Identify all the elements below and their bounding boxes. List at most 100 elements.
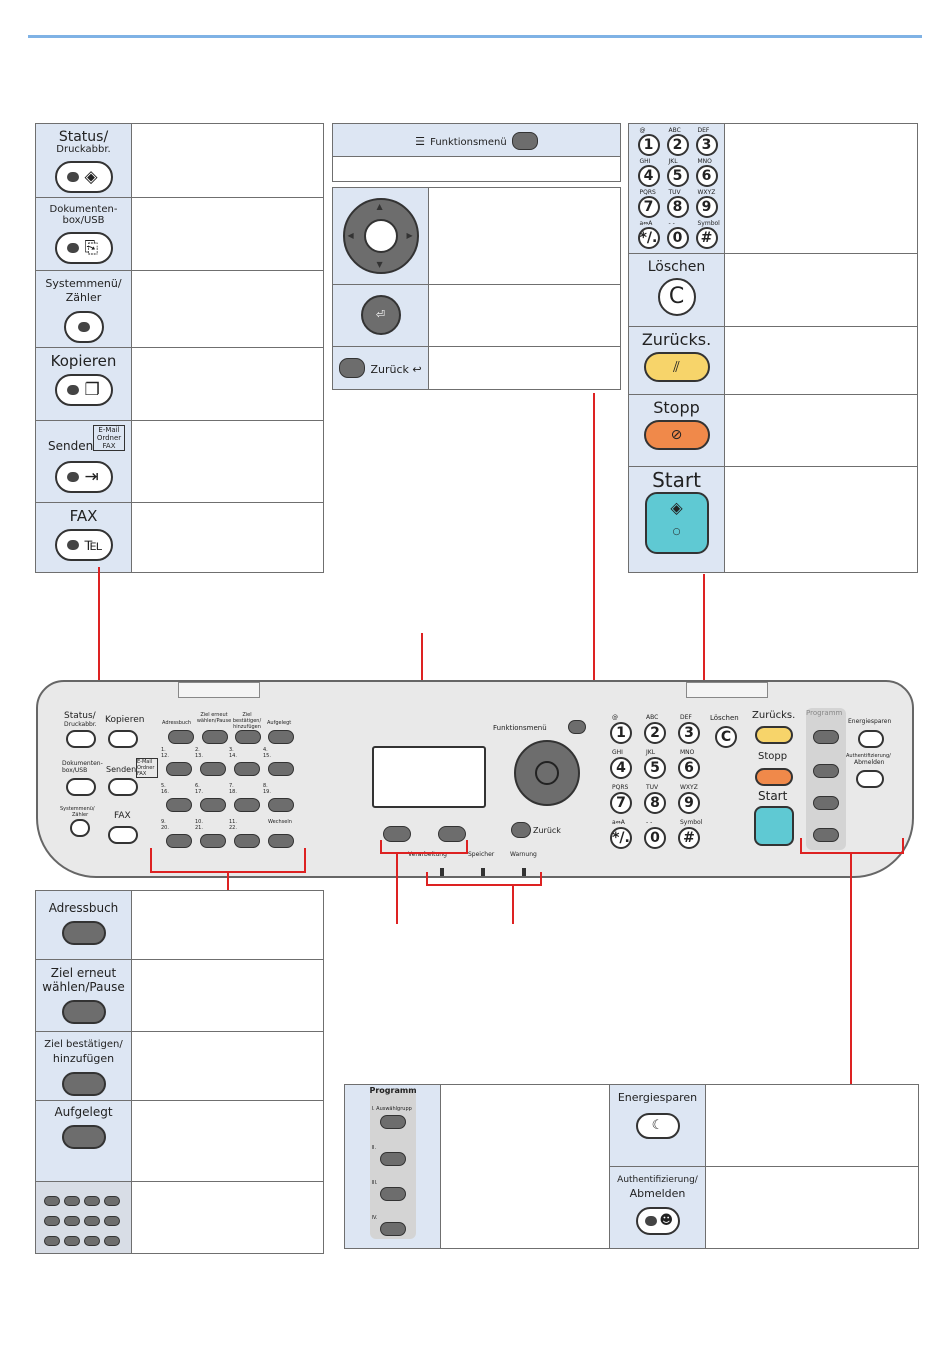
arrow-down-icon: ▼ (376, 260, 383, 269)
auth-button[interactable]: ☻ (635, 1207, 680, 1235)
function-menu-button[interactable] (511, 131, 538, 150)
panel-sysmenu-button[interactable] (70, 819, 90, 837)
one-touch-key[interactable] (234, 762, 260, 776)
panel-docbox-button[interactable] (66, 778, 96, 796)
panel-function-menu-button[interactable] (568, 720, 586, 734)
numpad-key-12[interactable]: # (695, 227, 718, 249)
one-touch-key[interactable] (234, 834, 260, 848)
panel-address-button[interactable] (168, 730, 194, 744)
one-touch-key[interactable] (268, 834, 294, 848)
fax-icon: ℡ (84, 535, 103, 555)
ok-button[interactable]: ⏎ (360, 295, 401, 335)
back-button[interactable] (339, 358, 366, 379)
numpad-key-8[interactable]: 8 (666, 196, 689, 218)
panel-numpad-key-6[interactable]: 6 (678, 757, 700, 779)
panel-copy-button[interactable] (108, 730, 138, 748)
panel-numpad-key-5[interactable]: 5 (644, 757, 666, 779)
panel-numpad-key-1[interactable]: 1 (610, 722, 632, 744)
numpad-letters: Symbol (697, 220, 720, 227)
start-button[interactable]: ◈○ (644, 492, 709, 554)
numpad-key-1[interactable]: 1 (637, 134, 660, 156)
panel-numpad-key-11[interactable]: 0 (644, 827, 666, 849)
numpad-key-4[interactable]: 4 (637, 165, 660, 187)
panel-auth-button[interactable] (856, 770, 884, 788)
program-2-button[interactable] (379, 1152, 406, 1166)
panel-numpad-key-12[interactable]: # (678, 827, 700, 849)
sysmenu-sublabel: Zähler (65, 291, 102, 304)
panel-program-3-button[interactable] (813, 796, 839, 810)
numpad-key-6[interactable]: 6 (695, 165, 718, 187)
panel-status-button[interactable] (66, 730, 96, 748)
one-touch-key[interactable] (166, 762, 192, 776)
copy-button[interactable]: ❐ (54, 374, 113, 406)
cursor-keys[interactable]: ▲ ▼ ◀ ▶ (342, 198, 419, 274)
panel-program-1-button[interactable] (813, 730, 839, 744)
indicator-processing-led (440, 868, 444, 876)
one-touch-key[interactable] (166, 798, 192, 812)
stop-button[interactable]: ⊘ (643, 420, 710, 450)
panel-onhook-button[interactable] (268, 730, 294, 744)
clear-button[interactable]: C (657, 278, 696, 316)
address-key-cell: Adressbuch (35, 890, 132, 960)
panel-ok-button[interactable] (535, 761, 559, 785)
reset-button[interactable]: ⫽ (643, 352, 710, 382)
program-1-button[interactable] (379, 1115, 406, 1129)
numpad-key-3[interactable]: 3 (695, 134, 718, 156)
one-touch-label: 8. (263, 783, 268, 789)
panel-fax-button[interactable] (108, 826, 138, 844)
one-touch-label: 13. (195, 753, 203, 759)
numpad-key-9[interactable]: 9 (695, 196, 718, 218)
panel-numpad-key-4[interactable]: 4 (610, 757, 632, 779)
one-touch-key[interactable] (200, 762, 226, 776)
panel-energy-button[interactable] (858, 730, 884, 748)
panel-select-right-button[interactable] (438, 826, 466, 842)
thumbnail-key (83, 1196, 100, 1206)
numpad-key-10[interactable]: */. (637, 227, 660, 249)
panel-redial-button[interactable] (202, 730, 228, 744)
send-button[interactable]: ⇥ (54, 461, 113, 493)
panel-numpad-key-3[interactable]: 3 (678, 722, 700, 744)
one-touch-key[interactable] (200, 834, 226, 848)
onhook-button[interactable] (61, 1125, 106, 1149)
panel-reset-button[interactable] (755, 726, 793, 744)
panel-stop-button[interactable] (755, 768, 793, 786)
energy-button[interactable]: ☾ (635, 1113, 680, 1139)
center-key[interactable] (363, 219, 398, 253)
program-3-button[interactable] (379, 1187, 406, 1201)
status-button[interactable]: ◈ (54, 161, 113, 193)
one-touch-key[interactable] (268, 762, 294, 776)
fax-button[interactable]: ℡ (54, 529, 113, 561)
panel-numpad-key-7[interactable]: 7 (610, 792, 632, 814)
panel-cursor-keys[interactable] (514, 740, 580, 806)
panel-numpad-key-10[interactable]: */. (610, 827, 632, 849)
docbox-button[interactable]: ⎘ (54, 232, 113, 264)
redial-button[interactable] (61, 1000, 106, 1024)
panel-program-4-button[interactable] (813, 828, 839, 842)
thumbnail-key (43, 1216, 60, 1226)
panel-program-2-button[interactable] (813, 764, 839, 778)
one-touch-label: 4. (263, 747, 268, 753)
sysmenu-label: Systemmenü/ (45, 277, 122, 290)
panel-numpad-key-9[interactable]: 9 (678, 792, 700, 814)
program-4-button[interactable] (379, 1222, 406, 1236)
panel-confirm-button[interactable] (235, 730, 261, 744)
panel-send-button[interactable] (108, 778, 138, 796)
numpad-key-11[interactable]: 0 (666, 227, 689, 249)
one-touch-key[interactable] (234, 798, 260, 812)
one-touch-key[interactable] (268, 798, 294, 812)
one-touch-key[interactable] (200, 798, 226, 812)
address-button[interactable] (61, 921, 106, 945)
numpad-key-5[interactable]: 5 (666, 165, 689, 187)
panel-numpad-key-8[interactable]: 8 (644, 792, 666, 814)
confirm-button[interactable] (61, 1072, 106, 1096)
panel-numpad-key-2[interactable]: 2 (644, 722, 666, 744)
thumbnail-key (43, 1236, 60, 1246)
panel-start-button[interactable] (754, 806, 794, 846)
sysmenu-button[interactable] (63, 311, 104, 343)
panel-back-button[interactable] (511, 822, 531, 838)
numpad-key-7[interactable]: 7 (637, 196, 660, 218)
one-touch-key[interactable] (166, 834, 192, 848)
panel-select-left-button[interactable] (383, 826, 411, 842)
numpad-key-2[interactable]: 2 (666, 134, 689, 156)
panel-clear-button[interactable]: C (715, 726, 737, 748)
